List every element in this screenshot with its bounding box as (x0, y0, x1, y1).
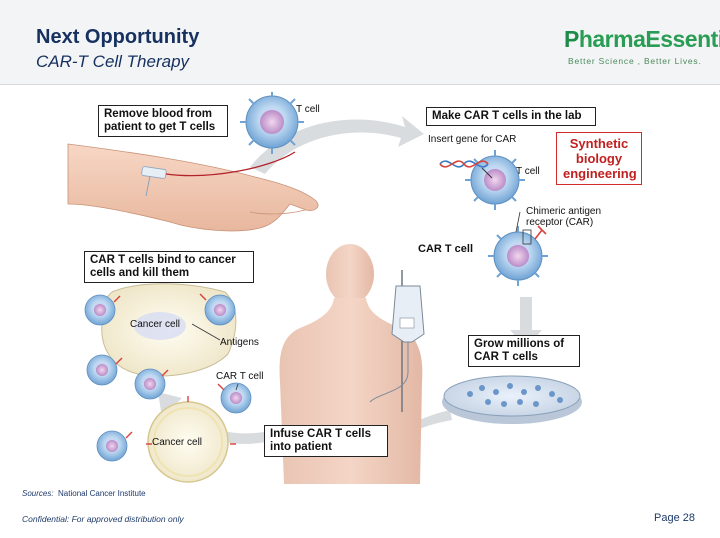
step-grow-label: Grow millions of CAR T cells (468, 335, 580, 367)
car-t-cell-left-label: CAR T cell (216, 371, 264, 382)
logo-wordmark: PharmaEssentia (564, 26, 720, 53)
page-number: Page 28 (654, 512, 695, 524)
logo-initial: P (564, 26, 579, 52)
car-t-cell-right (488, 225, 548, 286)
slide-header: Next Opportunity CAR-T Cell Therapy Phar… (0, 0, 720, 84)
sources-label: Sources: (22, 489, 54, 498)
cancer-cell-round (147, 401, 229, 483)
insert-gene-label: Insert gene for CAR (428, 134, 517, 145)
t-cell-top-label: T cell (296, 104, 320, 115)
logo-tagline: Better Science , Better Lives. (568, 56, 702, 66)
pharmaessentia-logo: PharmaEssentia Better Science , Better L… (556, 16, 720, 72)
sources-note: Sources: National Cancer Institute (22, 489, 146, 498)
confidential-note: Confidential: For approved distribution … (22, 514, 184, 524)
patient-arm-illustration (67, 143, 319, 232)
cancer-cell-irregular (101, 283, 237, 377)
t-cell-top (240, 92, 304, 154)
car-t-process-diagram: Remove blood from patient to get T cells… (20, 92, 710, 484)
car-gene-dna-icon (439, 160, 493, 179)
culture-dish-illustration (442, 375, 582, 424)
cancer-cell-label-1: Cancer cell (130, 319, 181, 330)
chimeric-receptor-label: Chimeric antigen receptor (CAR) (526, 206, 602, 228)
sources-text: National Cancer Institute (58, 489, 146, 498)
car-receptor-marker (522, 229, 532, 245)
antigen-markers (113, 293, 236, 445)
logo-name-rest: harmaEssentia (578, 26, 720, 52)
t-cell-lab-label: T cell (516, 166, 540, 177)
step-infuse-label: Infuse CAR T cells into patient (264, 425, 388, 457)
car-t-cell-right-label: CAR T cell (418, 243, 474, 255)
label-leader-lines (191, 211, 521, 391)
iv-drip-illustration (369, 270, 425, 412)
antigens-label: Antigens (220, 337, 259, 348)
t-cell-lab (465, 150, 525, 210)
synthetic-biology-callout: Synthetic biology engineering (556, 132, 642, 185)
slide-title: Next Opportunity (36, 26, 200, 48)
cancer-cell-label-2: Cancer cell (152, 437, 203, 448)
car-t-cells-nuclei (94, 304, 242, 452)
header-divider (0, 84, 720, 85)
step-make-car-label: Make CAR T cells in the lab (426, 107, 596, 126)
step-remove-blood-label: Remove blood from patient to get T cells (98, 105, 228, 137)
step-bind-kill-label: CAR T cells bind to cancer cells and kil… (84, 251, 254, 283)
slide-subtitle: CAR-T Cell Therapy (36, 52, 190, 71)
